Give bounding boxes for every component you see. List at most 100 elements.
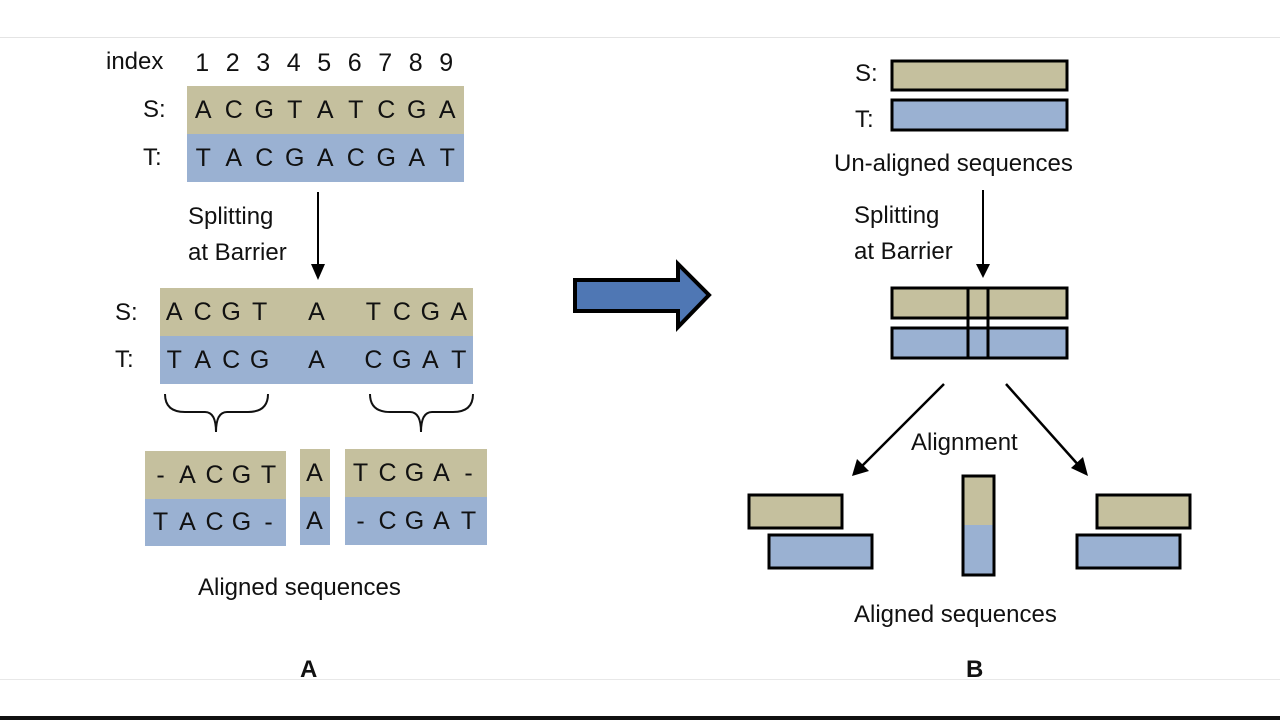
alignment-label: Alignment [911, 429, 1018, 456]
unaligned-bar-s [890, 59, 1069, 92]
base-letter: T [195, 143, 211, 172]
aligned-label: Aligned sequences [198, 574, 401, 601]
aligned-block-b-middle [961, 474, 996, 577]
panel-label-b: B [966, 656, 984, 683]
base-letter: C [222, 345, 241, 374]
split-s-label: S: [115, 299, 138, 326]
index-number: 3 [256, 48, 271, 77]
aligned-block-b-right [1075, 493, 1192, 570]
split-bars [890, 286, 1069, 360]
index-number: 5 [317, 48, 332, 77]
base-letter: C [193, 297, 212, 326]
base-letter: A [316, 143, 334, 172]
base-letter: A [194, 95, 212, 124]
base-letter: C [378, 458, 397, 487]
base-letter: C [378, 506, 397, 535]
base-letter: - [356, 506, 365, 535]
brace-left [164, 393, 269, 433]
base-letter: C [205, 508, 224, 536]
base-letter: A [433, 458, 450, 487]
b-split-label-line1: Splitting [854, 202, 940, 229]
base-letter: T [260, 460, 277, 489]
top-divider [0, 37, 1280, 38]
base-letter: T [460, 506, 477, 535]
base-letter: G [221, 297, 241, 326]
s-label: S: [143, 96, 166, 123]
base-letter: G [231, 508, 252, 536]
index-number: 6 [347, 48, 362, 77]
aligned-block-b-left [747, 493, 874, 570]
alignment-arrow-right [1005, 383, 1082, 469]
bottom-divider [0, 679, 1280, 680]
base-letter: T [251, 297, 268, 326]
split-label-line1: Splitting [188, 203, 274, 230]
base-letter: G [404, 506, 425, 535]
base-letter: G [376, 143, 396, 172]
index-number: 7 [378, 48, 393, 77]
base-letter: - [264, 508, 273, 536]
base-letter: - [156, 460, 165, 489]
base-letter: A [433, 506, 450, 535]
base-letter: T [152, 508, 169, 536]
transition-arrow-icon [573, 259, 712, 332]
index-label: index [106, 48, 164, 75]
base-letter: C [205, 460, 224, 489]
base-letter: A [308, 297, 325, 326]
base-letter: A [179, 508, 196, 536]
index-number: 2 [225, 48, 240, 77]
base-letter: - [464, 458, 473, 487]
aligned-block-2-t: A [300, 497, 330, 545]
base-letter: T [352, 458, 369, 487]
base-letter: G [407, 95, 427, 124]
base-letter: G [404, 458, 425, 487]
base-letter: A [316, 95, 334, 124]
b-s-label: S: [855, 60, 878, 87]
base-letter: C [346, 143, 365, 172]
b-split-label-line2: at Barrier [854, 238, 953, 265]
unaligned-bar-t [890, 98, 1069, 132]
base-letter: A [308, 345, 325, 374]
split-arrow-a [311, 192, 325, 280]
index-number: 8 [408, 48, 423, 77]
base-letter: C [224, 95, 243, 124]
base-letter: A [306, 506, 323, 535]
aligned-block-2-s: A [300, 449, 330, 497]
index-number: 9 [439, 48, 454, 77]
base-letter: C [377, 95, 396, 124]
t-label: T: [143, 144, 162, 171]
b-t-label: T: [855, 106, 874, 133]
base-letter: A [408, 143, 426, 172]
base-letter: A [165, 297, 183, 326]
base-letter: T [348, 95, 364, 124]
bottom-bar [0, 716, 1280, 720]
split-arrow-b [976, 190, 990, 278]
base-letter: T [439, 143, 455, 172]
base-letter: A [179, 460, 196, 489]
base-letter: G [392, 345, 412, 374]
base-letter: A [194, 345, 212, 374]
base-letter: A [450, 297, 468, 326]
unaligned-label: Un-aligned sequences [834, 150, 1073, 177]
base-letter: T [166, 345, 182, 374]
base-letter: C [364, 345, 383, 374]
base-letter: A [421, 345, 439, 374]
b-aligned-label: Aligned sequences [854, 601, 1057, 628]
base-letter: A [306, 458, 323, 487]
base-letter: A [225, 143, 243, 172]
base-letter: G [249, 345, 270, 374]
base-letter: T [451, 345, 467, 374]
base-letter: G [231, 460, 252, 489]
panel-label-a: A [300, 656, 318, 683]
base-letter: T [287, 95, 303, 124]
base-letter: G [285, 143, 305, 172]
base-letter: C [255, 143, 274, 172]
brace-right [369, 393, 474, 433]
